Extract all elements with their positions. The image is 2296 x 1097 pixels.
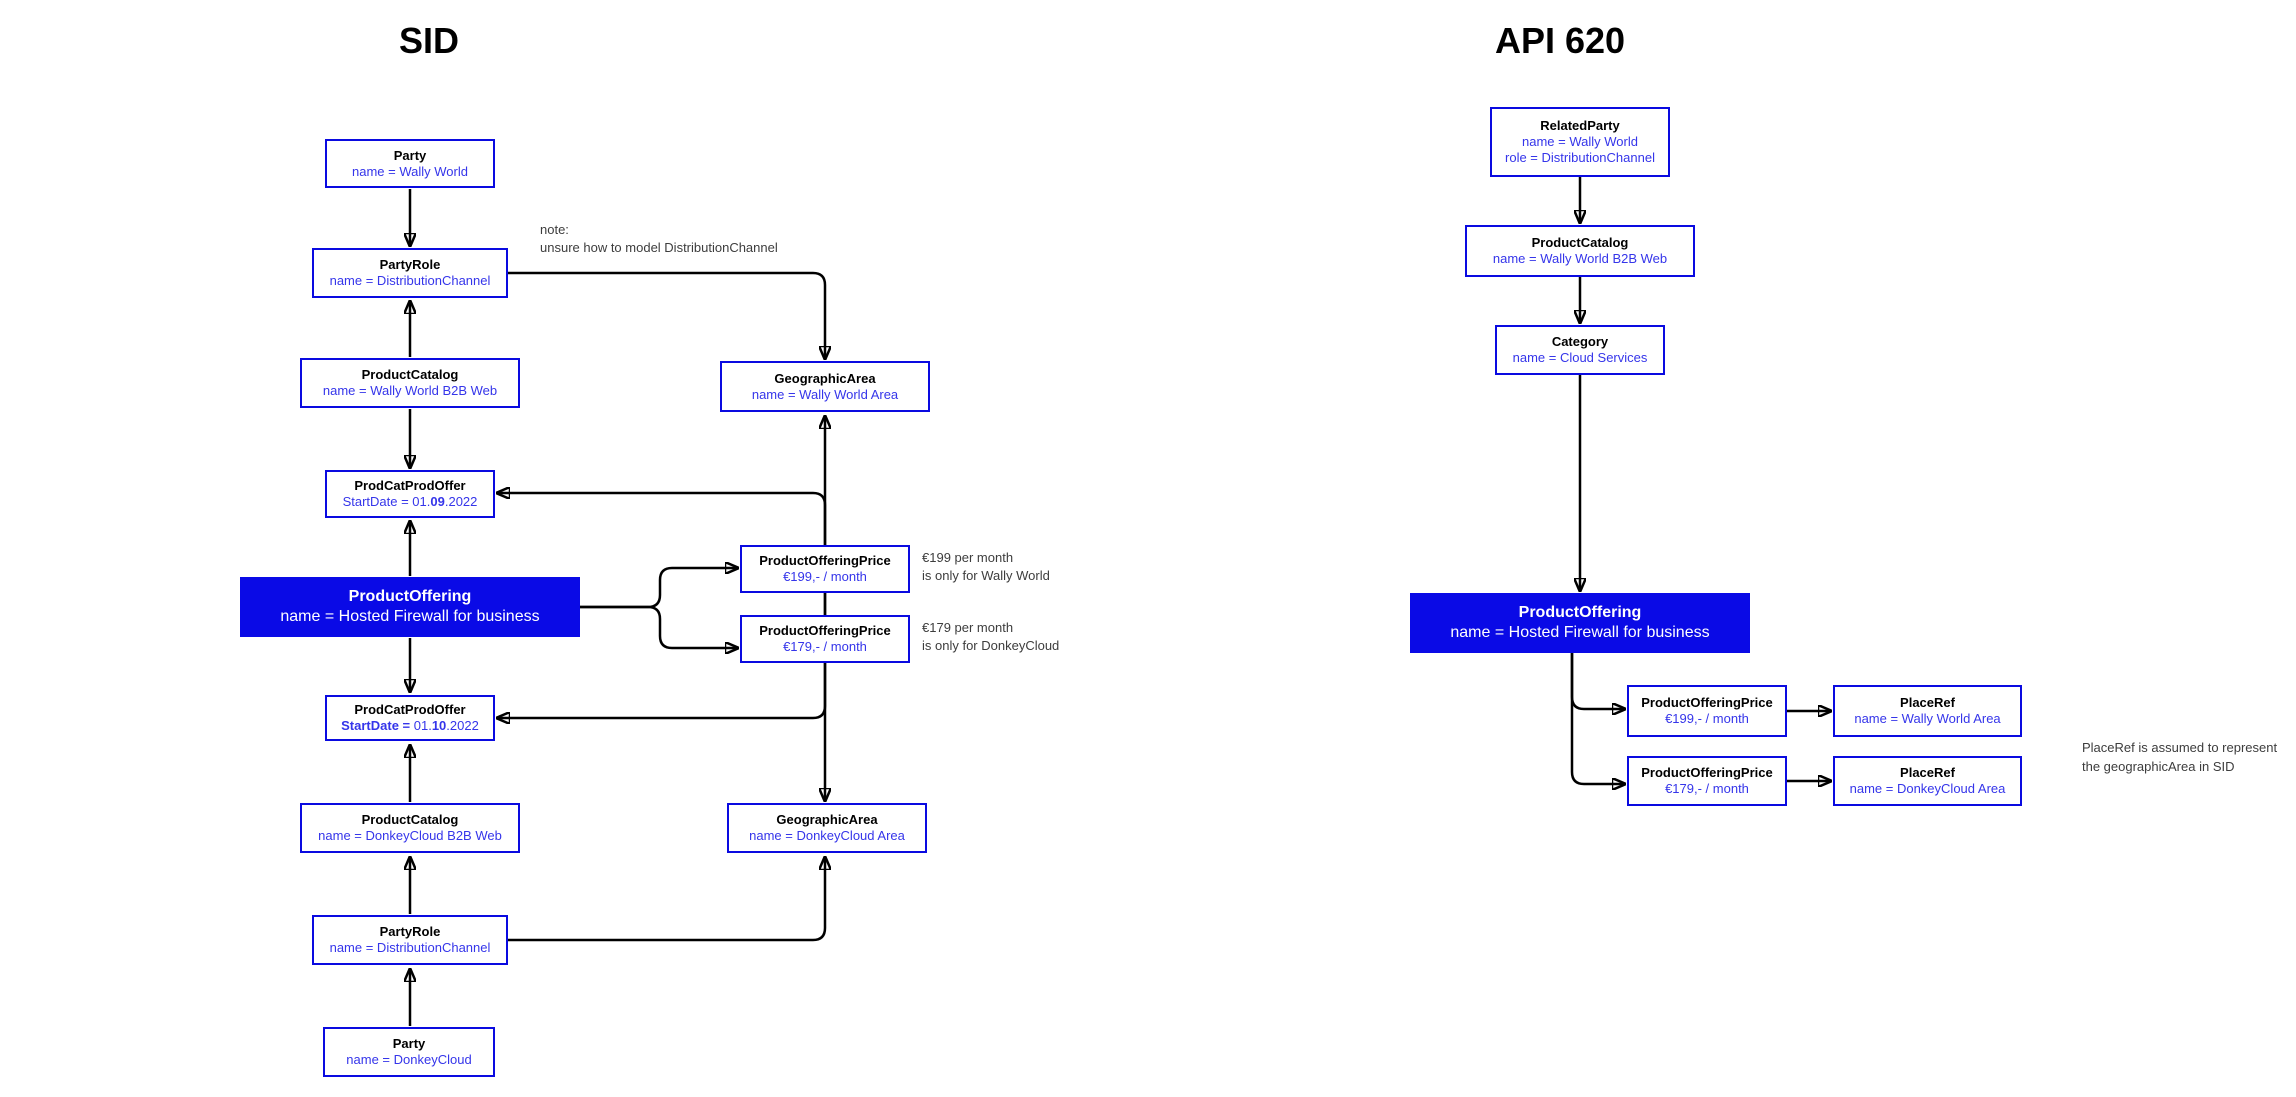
sid-node-party-donkeycloud: Party name = DonkeyCloud (323, 1027, 495, 1077)
edge-po-to-pop199 (580, 568, 738, 609)
edge-pcpo2-geographicarea (497, 416, 825, 718)
node-attr: name = DonkeyCloud (346, 1052, 472, 1067)
model-note: note: unsure how to model DistributionCh… (540, 221, 778, 257)
sid-node-partyrole-bottom: PartyRole name = DistributionChannel (312, 915, 508, 965)
node-attr: €199,- / month (783, 569, 867, 584)
api620-title: API 620 (1494, 20, 1626, 61)
node-title: GeographicArea (774, 370, 876, 386)
sid-title: SID (398, 20, 459, 61)
node-attr: name = DistributionChannel (329, 940, 491, 955)
node-attr: name = Wally World (352, 163, 468, 179)
node-title: Category (1551, 334, 1609, 349)
api-node-category: Category name = Cloud Services (1495, 325, 1665, 375)
node-title: ProductCatalog (1531, 235, 1629, 250)
node-title: ProdCatProdOffer (354, 702, 466, 717)
node-title: PlaceRef (1900, 765, 1955, 780)
node-attr: name = Wally World B2B Web (1492, 251, 1668, 266)
node-title: RelatedParty (1540, 118, 1620, 133)
price199-note-line1: €199 per month (922, 550, 1014, 565)
node-title: ProductOfferingPrice (759, 623, 891, 638)
placeref-note-line2: the geographicArea in SID (2082, 759, 2235, 774)
api-node-placeref-donkeycloud: PlaceRef name = DonkeyCloud Area (1833, 756, 2022, 806)
node-attr: name = Hosted Firewall for business (1450, 624, 1710, 641)
node-title: PartyRole (379, 257, 441, 272)
placeref-note: PlaceRef is assumed to represent the geo… (2082, 738, 2277, 776)
node-attr: name = Cloud Services (1512, 350, 1648, 365)
node-title: ProductOffering (348, 588, 472, 605)
node-attr: StartDate = 01.09.2022 (342, 494, 478, 509)
node-attr: €199,- / month (1665, 711, 1749, 726)
node-title: ProductOfferingPrice (1641, 695, 1773, 710)
price199-note: €199 per month is only for Wally World (922, 549, 1050, 585)
api-node-productofferingprice-199: ProductOfferingPrice €199,- / month (1627, 685, 1787, 737)
sid-node-productcatalog-wallyworld: ProductCatalog name = Wally World B2B We… (300, 358, 520, 408)
sid-node-geographicarea-wallyworld: GeographicArea name = Wally World Area (720, 361, 930, 412)
node-title: ProductOfferingPrice (1641, 765, 1773, 780)
price179-note: €179 per month is only for DonkeyCloud (922, 619, 1059, 655)
edge-partyrole-to-gaww (508, 271, 825, 359)
node-title: ProductOffering (1518, 604, 1642, 621)
node-title: ProductOfferingPrice (759, 553, 891, 568)
sid-node-partyrole-top: PartyRole name = DistributionChannel (312, 248, 508, 298)
node-title: ProdCatProdOffer (354, 478, 466, 493)
node-title: GeographicArea (776, 812, 878, 827)
sid-node-productcatalog-donkeycloud: ProductCatalog name = DonkeyCloud B2B We… (300, 803, 520, 853)
node-title: ProductCatalog (361, 812, 459, 827)
edge-po-to-pop179 (580, 605, 738, 648)
price179-note-line2: is only for DonkeyCloud (922, 638, 1060, 653)
sid-node-prodcatprodoffer-sept: ProdCatProdOffer StartDate = 01.09.2022 (325, 470, 495, 518)
api-node-relatedparty: RelatedParty name = Wally World role = D… (1490, 107, 1670, 177)
node-title: Party (392, 1036, 426, 1051)
node-attr: name = DonkeyCloud Area (749, 828, 905, 843)
node-title: Party (393, 147, 427, 163)
node-attr: StartDate = 01.10.2022 (341, 718, 479, 733)
api-node-productcatalog: ProductCatalog name = Wally World B2B We… (1465, 225, 1695, 277)
node-attr: €179,- / month (783, 639, 867, 654)
model-note-line2: unsure how to model DistributionChannel (540, 240, 778, 255)
sid-node-productoffering: ProductOffering name = Hosted Firewall f… (240, 577, 580, 637)
node-attr: name = Wally World Area (751, 386, 899, 402)
api-node-placeref-wallyworld: PlaceRef name = Wally World Area (1833, 685, 2022, 737)
node-attr: role = DistributionChannel (1505, 150, 1655, 165)
node-attr: name = Wally World (1522, 134, 1638, 149)
api-node-productoffering: ProductOffering name = Hosted Firewall f… (1410, 593, 1750, 653)
sid-node-geographicarea-donkeycloud: GeographicArea name = DonkeyCloud Area (727, 803, 927, 853)
node-title: ProductCatalog (361, 367, 459, 382)
edge-partyroledc-to-gadc (508, 857, 825, 942)
edge-po-to-pop199-right (1570, 653, 1625, 709)
model-note-line1: note: (540, 222, 569, 237)
sid-node-party-wallyworld: Party name = Wally World (325, 139, 495, 188)
price199-note-line2: is only for Wally World (922, 568, 1050, 583)
node-title: PartyRole (379, 924, 441, 939)
api-node-productofferingprice-179: ProductOfferingPrice €179,- / month (1627, 756, 1787, 806)
node-attr: name = DonkeyCloud B2B Web (318, 828, 502, 843)
node-attr: name = Hosted Firewall for business (280, 608, 540, 625)
node-attr: name = DonkeyCloud Area (1849, 781, 2006, 796)
edge-po-to-pop179-right (1570, 653, 1625, 784)
placeref-note-line1: PlaceRef is assumed to represent (2082, 740, 2278, 755)
node-attr: name = Wally World Area (1854, 711, 2001, 726)
node-title: PlaceRef (1900, 695, 1955, 710)
sid-node-productofferingprice-199: ProductOfferingPrice €199,- / month (740, 545, 910, 593)
price179-note-line1: €179 per month (922, 620, 1014, 635)
sid-node-prodcatprodoffer-oct: ProdCatProdOffer StartDate = 01.10.2022 (325, 695, 495, 741)
node-attr: €179,- / month (1665, 781, 1749, 796)
sid-node-productofferingprice-179: ProductOfferingPrice €179,- / month (740, 615, 910, 663)
node-attr: name = DistributionChannel (329, 273, 491, 288)
node-attr: name = Wally World B2B Web (322, 383, 498, 398)
